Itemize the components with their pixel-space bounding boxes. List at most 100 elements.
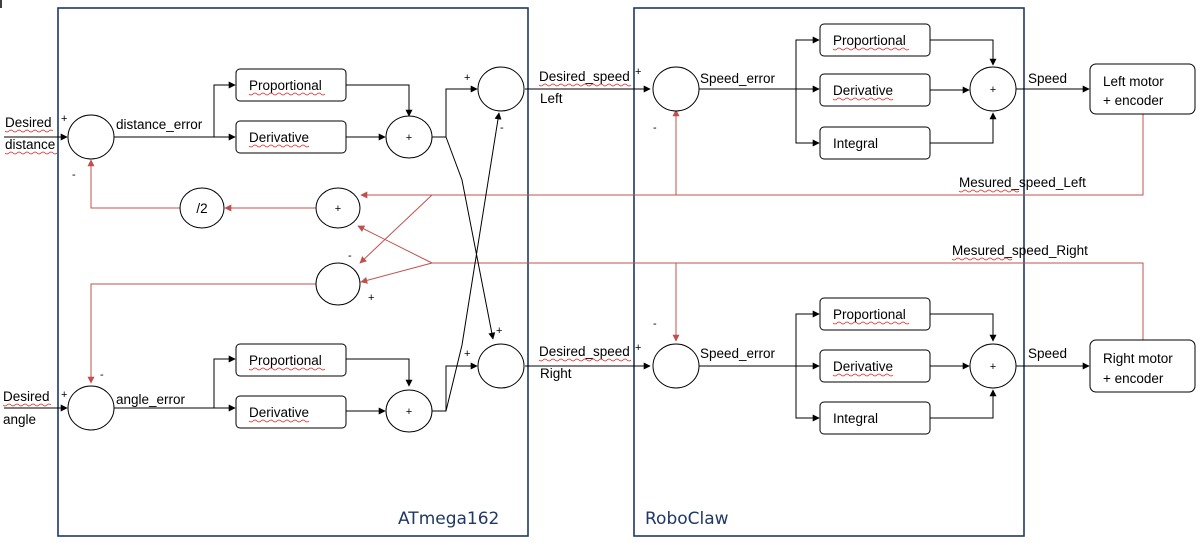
measured-average-sum	[315, 187, 361, 229]
speed-error-left-label: Speed_error	[700, 71, 776, 86]
sign-markers: + - + - + - + + - + + - - +	[61, 66, 657, 401]
angle-to-proportional-wire	[213, 355, 236, 408]
measured-left-to-diff-sum	[359, 194, 433, 264]
left-pid-sum	[969, 66, 1017, 112]
desired-speed-right-label-2: Right	[540, 366, 572, 381]
svg-text:+ encoder: + encoder	[1103, 93, 1164, 108]
left-to-integral-wire	[795, 89, 820, 147]
svg-text:Proportional: Proportional	[833, 307, 906, 322]
svg-text:Derivative: Derivative	[249, 405, 309, 420]
desired-speed-left-label-1: Desired_speed	[539, 69, 630, 84]
right-motor-block: Right motor + encoder	[1089, 339, 1196, 393]
right-pid-sum	[969, 343, 1017, 389]
roboclaw-left-error-sum	[652, 66, 700, 112]
distance-error-sum	[67, 114, 115, 160]
angle-proportional-block: Proportional	[235, 343, 347, 377]
svg-text:Derivative: Derivative	[249, 130, 309, 145]
left-proportional-to-sum	[930, 39, 997, 66]
speed-right-label: Speed	[1028, 346, 1067, 361]
distance-pd-sum	[385, 115, 433, 159]
left-derivative-block: Derivative	[819, 73, 931, 107]
left-integral-to-sum	[930, 112, 997, 144]
sign-angle-minus: -	[100, 369, 104, 381]
angle-error-label: angle_error	[116, 392, 186, 407]
angle-pd-sum-label: +	[406, 406, 412, 418]
measured-right-to-avg-sum	[357, 225, 433, 264]
svg-text:Proportional: Proportional	[249, 78, 322, 93]
half-to-distance-sum-wire	[87, 159, 180, 209]
sign-left-speed-plus: +	[464, 72, 470, 84]
distance-to-proportional-wire	[213, 81, 236, 137]
right-proportional-block: Proportional	[819, 297, 931, 331]
measured-speed-left-label: Mesured_speed_Left	[959, 175, 1086, 190]
sign-angle-plus: +	[61, 389, 67, 401]
signal-wires	[4, 36, 1090, 422]
svg-text:Proportional: Proportional	[249, 353, 322, 368]
svg-text:Proportional: Proportional	[833, 33, 906, 48]
distance-pd-sum-label: +	[406, 132, 412, 144]
sign-right-speed-plus-top: +	[496, 325, 502, 337]
desired-distance-label-2: distance	[5, 137, 55, 152]
right-to-integral-wire	[795, 366, 820, 422]
sign-left-speed-minus: -	[500, 122, 504, 134]
angle-proportional-to-sum-wire	[346, 358, 413, 387]
right-integral-block: Integral	[819, 401, 931, 435]
left-to-proportional-wire	[795, 36, 820, 89]
distance-pd-to-left-sum	[432, 85, 478, 138]
measured-right-to-diff-sum	[360, 262, 433, 284]
roboclaw-right-error-sum	[652, 343, 700, 389]
svg-text:Derivative: Derivative	[833, 83, 893, 98]
sign-right-speed-plus-left: +	[464, 348, 470, 360]
proportional-to-sum-wire	[346, 84, 413, 117]
signal-labels: Desired distance Desired angle distance_…	[2, 69, 1088, 427]
left-speed-sum	[477, 66, 525, 112]
svg-text:Left motor: Left motor	[1103, 74, 1164, 89]
distance-error-label: distance_error	[116, 117, 203, 132]
atmega-region: ATmega162	[57, 7, 529, 537]
speed-left-label: Speed	[1028, 71, 1067, 86]
distance-proportional-block: Proportional	[235, 68, 347, 102]
left-motor-block: Left motor + encoder	[1089, 63, 1196, 115]
right-integral-to-sum	[930, 389, 997, 419]
angle-derivative-block: Derivative	[235, 395, 347, 429]
right-speed-sum	[477, 343, 525, 389]
sign-distance-plus: +	[61, 113, 67, 125]
distance-derivative-block: Derivative	[235, 120, 347, 154]
desired-speed-left-label-2: Left	[540, 91, 563, 106]
roboclaw-region: RoboClaw	[633, 7, 1025, 537]
diff-to-angle-sum-wire	[87, 283, 316, 384]
desired-angle-label-1: Desired	[3, 389, 50, 404]
measured-average-sum-label: +	[335, 203, 341, 215]
left-integral-block: Integral	[819, 126, 931, 160]
left-proportional-block: Proportional	[819, 23, 931, 57]
right-to-proportional-wire	[795, 310, 820, 366]
sign-roboclaw-right-plus: +	[635, 342, 641, 354]
sign-difference-plus: +	[368, 292, 374, 304]
desired-angle-label-2: angle	[3, 412, 36, 427]
svg-text:+ encoder: + encoder	[1103, 371, 1164, 386]
right-proportional-to-sum	[930, 313, 997, 342]
summing-junctions: + + + /2 + +	[67, 66, 1017, 433]
sign-difference-minus: -	[348, 250, 352, 262]
left-pid-sum-label: +	[990, 84, 996, 96]
svg-text:Integral: Integral	[833, 136, 878, 151]
speed-error-right-label: Speed_error	[700, 346, 776, 361]
measured-difference-sum	[315, 262, 361, 306]
svg-text:Integral: Integral	[833, 411, 878, 426]
measured-speed-right-label: Mesured_speed_Right	[952, 243, 1088, 258]
right-pid-sum-label: +	[990, 361, 996, 373]
sign-roboclaw-left-plus: +	[635, 66, 641, 78]
atmega-region-label: ATmega162	[398, 509, 499, 529]
right-derivative-block: Derivative	[819, 349, 931, 383]
measured-speed-right-wire	[432, 262, 1144, 360]
angle-pd-to-left-sum	[445, 112, 502, 412]
sign-roboclaw-right-minus: -	[653, 318, 657, 330]
desired-speed-right-label-1: Desired_speed	[539, 344, 630, 359]
angle-pd-sum	[385, 389, 433, 433]
desired-distance-label-1: Desired	[5, 115, 52, 130]
feedback-wires	[87, 109, 1144, 384]
svg-text:Right motor: Right motor	[1103, 351, 1173, 366]
sign-distance-minus: -	[72, 169, 76, 181]
measured-speed-left-wire	[432, 114, 1144, 196]
